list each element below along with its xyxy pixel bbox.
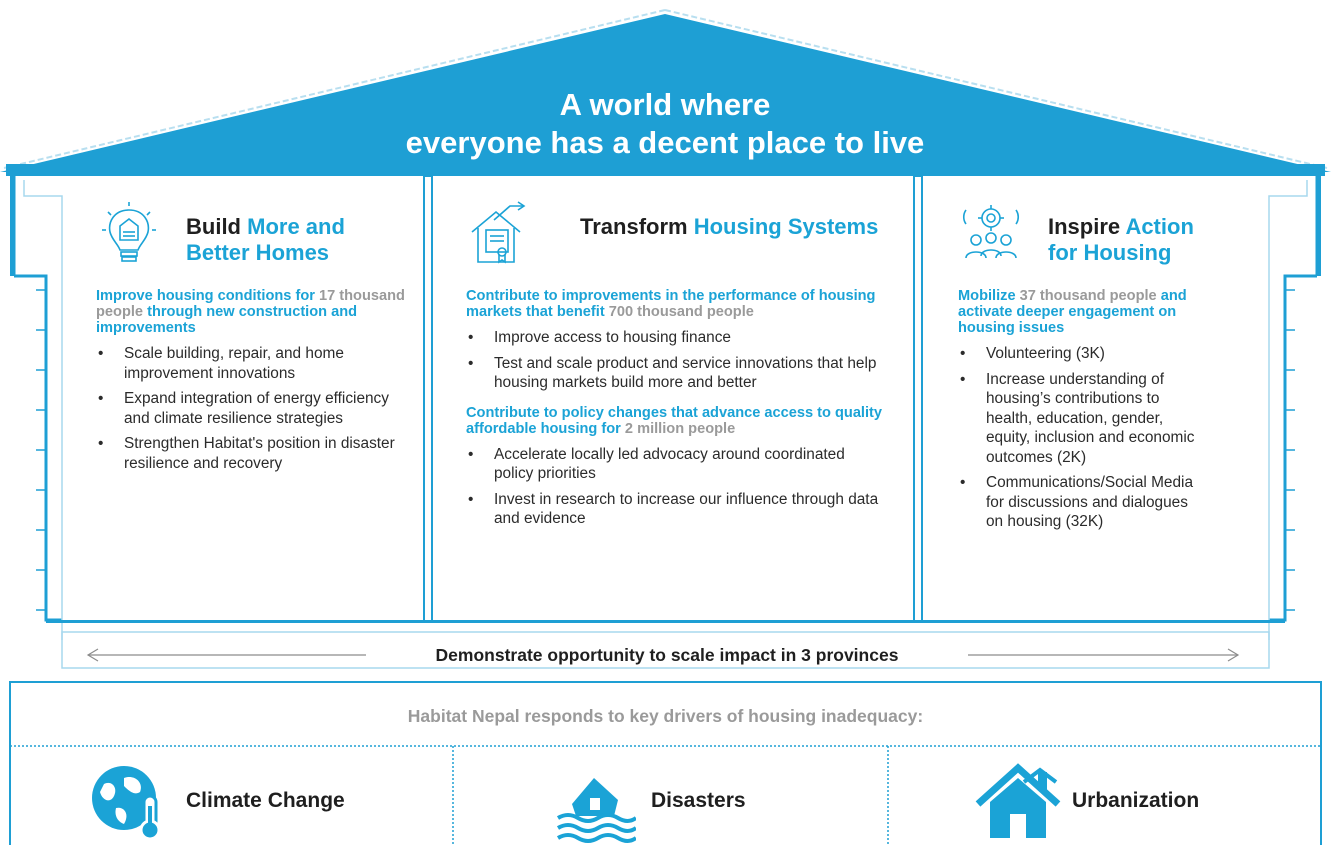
list-item: Accelerate locally led advocacy around c… xyxy=(466,445,886,484)
roof-title: A world where everyone has a decent plac… xyxy=(300,86,1030,162)
list-item: Volunteering (3K) xyxy=(958,344,1198,364)
list-item: Increase understanding of housing’s cont… xyxy=(958,370,1198,468)
list-item: Strengthen Habitat's position in disaste… xyxy=(96,434,406,473)
driver-climate-change: Climate Change xyxy=(186,789,345,812)
goal-text: Contribute to improvements in the perfor… xyxy=(466,288,876,320)
column-transform: Transform Housing Systems Contribute to … xyxy=(466,200,886,535)
globe-thermometer-icon xyxy=(92,766,161,841)
house-document-growth-icon xyxy=(471,201,526,264)
flooded-house-icon xyxy=(556,778,636,843)
list-item: Communications/Social Media for discussi… xyxy=(958,473,1198,532)
column-inspire: Inspire Action for Housing Mobilize 37 t… xyxy=(958,200,1228,538)
drivers-heading: Habitat Nepal responds to key drivers of… xyxy=(407,706,924,726)
pillar-left xyxy=(423,175,433,623)
driver-disasters: Disasters xyxy=(651,789,746,812)
list-item: Expand integration of energy efficiency … xyxy=(96,389,406,428)
goal-bullets: Accelerate locally led advocacy around c… xyxy=(466,445,886,529)
roof-title-line-1: A world where xyxy=(559,87,771,122)
column-build-title: Build More and Better Homes xyxy=(186,214,406,266)
goal-bullets: Scale building, repair, and home improve… xyxy=(96,344,406,473)
goal-text: Improve housing conditions for 17 thousa… xyxy=(96,288,405,336)
driver-urbanization: Urbanization xyxy=(1072,789,1200,812)
list-item: Improve access to housing finance xyxy=(466,328,886,348)
title-plain: Transform xyxy=(580,214,688,239)
title-accent: Action for Housing xyxy=(1048,214,1194,265)
column-build: Build More and Better Homes Improve hous… xyxy=(96,200,406,479)
lightbulb-house-icon xyxy=(102,202,156,262)
roof-title-line-2: everyone has a decent place to live xyxy=(405,125,925,160)
scale-banner: Demonstrate opportunity to scale impact … xyxy=(435,645,899,665)
goal-bullets: Improve access to housing finance Test a… xyxy=(466,328,886,393)
houses-icon xyxy=(975,763,1061,838)
roof xyxy=(0,14,1331,172)
title-accent: Housing Systems xyxy=(693,214,879,239)
column-transform-title: Transform Housing Systems xyxy=(580,214,880,240)
column-inspire-title: Inspire Action for Housing xyxy=(1048,214,1228,266)
title-plain: Build xyxy=(186,214,241,239)
goal-text: Mobilize 37 thousand people and activate… xyxy=(958,288,1187,336)
title-plain: Inspire xyxy=(1048,214,1121,239)
pillar-right xyxy=(913,175,923,623)
goal-bullets: Volunteering (3K) Increase understanding… xyxy=(958,344,1198,532)
list-item: Test and scale product and service innov… xyxy=(466,354,886,393)
list-item: Invest in research to increase our influ… xyxy=(466,490,886,529)
goal-text: Contribute to policy changes that advanc… xyxy=(466,404,883,437)
title-accent: More and Better Homes xyxy=(186,214,345,265)
list-item: Scale building, repair, and home improve… xyxy=(96,344,406,383)
people-gear-icon xyxy=(962,205,1020,259)
